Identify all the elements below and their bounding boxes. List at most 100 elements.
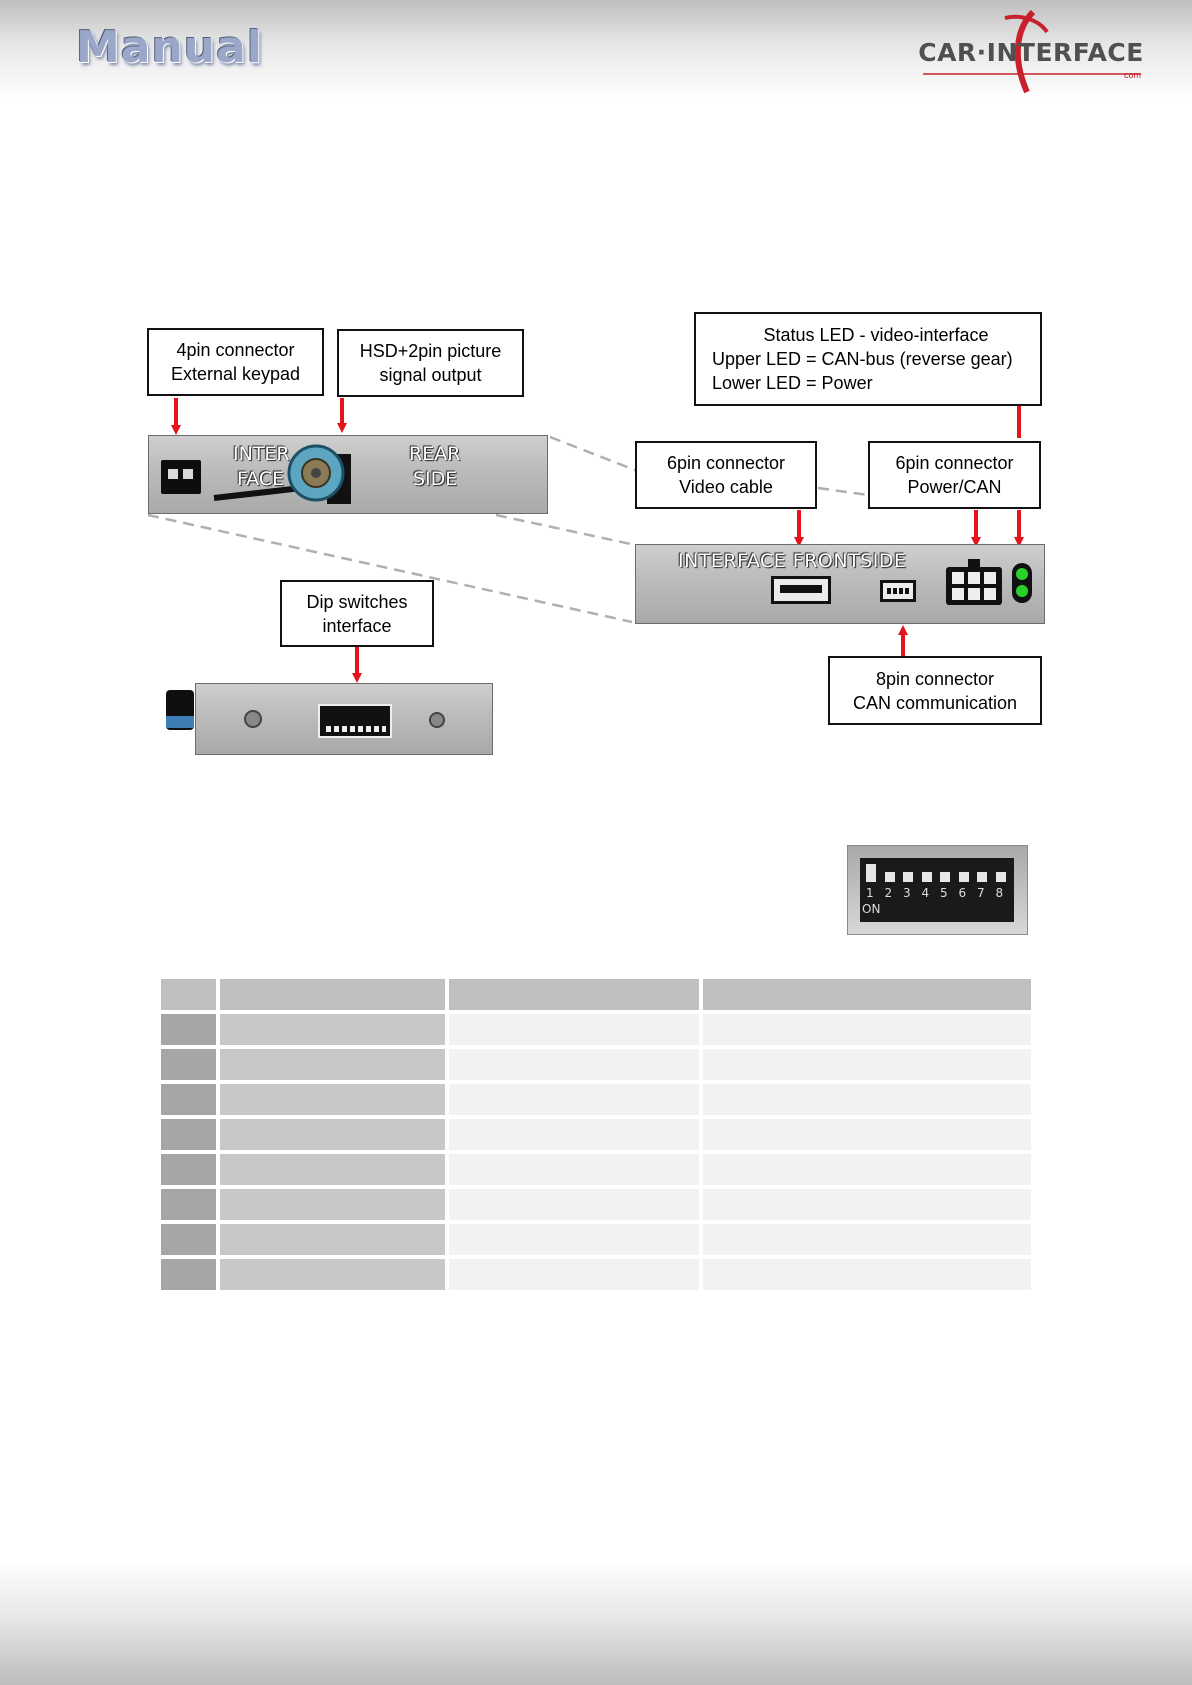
table-row (161, 1259, 1031, 1290)
status-led-icon (1012, 563, 1032, 603)
callout-dip-line1: Dip switches (282, 590, 432, 614)
6pin-power-connector-icon (946, 567, 1002, 605)
rear-label-rear: REAR (409, 442, 460, 466)
callout-hsd-line2: signal output (339, 363, 522, 387)
dip-switch-2 (885, 872, 895, 882)
table-cell (449, 1154, 699, 1185)
dip-switch-1 (866, 864, 876, 882)
callout-keypad-line2: External keypad (149, 362, 322, 386)
table-cell (220, 1189, 445, 1220)
6pin-video-connector-icon (771, 576, 831, 604)
dip-switch-block-icon (318, 704, 392, 738)
dip-number-7: 7 (977, 886, 985, 900)
dip-number-5: 5 (940, 886, 948, 900)
table-cell (703, 1154, 1031, 1185)
callout-dip-line2: interface (282, 614, 432, 638)
table-cell (161, 1259, 216, 1290)
callout-hsd: HSD+2pin picture signal output (337, 329, 524, 397)
table-header-cell (449, 979, 699, 1010)
dip-on-label: ON (862, 902, 880, 916)
table-cell (220, 1084, 445, 1115)
dip-switch-3 (903, 872, 913, 882)
table-cell (449, 1224, 699, 1255)
table-cell (220, 1224, 445, 1255)
dip-settings-table (161, 975, 1031, 1294)
table-cell (703, 1049, 1031, 1080)
table-cell (161, 1189, 216, 1220)
table-cell (449, 1189, 699, 1220)
table-cell (161, 1014, 216, 1045)
table-cell (703, 1224, 1031, 1255)
table-cell (703, 1014, 1031, 1045)
page-footer (0, 1560, 1192, 1685)
dip-number-3: 3 (903, 886, 911, 900)
table-cell (220, 1014, 445, 1045)
table-cell (220, 1154, 445, 1185)
table-cell (161, 1049, 216, 1080)
table-header-cell (220, 979, 445, 1010)
table-cell (161, 1119, 216, 1150)
manual-title: Manual (76, 22, 263, 73)
callout-video-cable: 6pin connector Video cable (635, 441, 817, 509)
8pin-can-connector-icon (880, 580, 916, 602)
table-cell (703, 1189, 1031, 1220)
table-header-row (161, 979, 1031, 1010)
callout-video-cable-line1: 6pin connector (637, 451, 815, 475)
dip-switch-8 (996, 872, 1006, 882)
dip-side-panel (166, 690, 194, 730)
dip-number-1: 1 (866, 886, 874, 900)
table-row (161, 1224, 1031, 1255)
page-header: Manual CAR·INTERFACE com (0, 0, 1192, 98)
dip-number-2: 2 (885, 886, 893, 900)
table-cell (161, 1154, 216, 1185)
callout-status-led-line2: Upper LED = CAN-bus (reverse gear) (712, 347, 1040, 371)
table-row (161, 1049, 1031, 1080)
front-label: INTERFACE FRONTSIDE (678, 549, 907, 573)
table-cell (703, 1119, 1031, 1150)
4pin-connector-icon (161, 460, 201, 494)
dip-switch-7 (977, 872, 987, 882)
dip-number-4: 4 (922, 886, 930, 900)
table-cell (220, 1119, 445, 1150)
table-cell (449, 1014, 699, 1045)
callout-can-comm: 8pin connector CAN communication (828, 656, 1042, 725)
table-row (161, 1154, 1031, 1185)
dip-switch-4 (922, 872, 932, 882)
callout-keypad: 4pin connector External keypad (147, 328, 324, 396)
table-cell (161, 1224, 216, 1255)
dip-switch-6 (959, 872, 969, 882)
table-cell (703, 1259, 1031, 1290)
hsd-connector-icon (209, 436, 359, 514)
callout-video-cable-line2: Video cable (637, 475, 815, 499)
table-cell (449, 1259, 699, 1290)
dip-number-8: 8 (996, 886, 1004, 900)
table-header-cell (161, 979, 216, 1010)
rear-side-panel: INTER FACE REAR SIDE (148, 435, 548, 514)
callout-status-led-line1: Status LED - video-interface (712, 323, 1040, 347)
table-row (161, 1084, 1031, 1115)
car-interface-logo: CAR·INTERFACE com (915, 10, 1147, 100)
table-cell (703, 1084, 1031, 1115)
table-cell (220, 1259, 445, 1290)
callout-status-led-line3: Lower LED = Power (712, 371, 1040, 395)
callout-can-comm-line2: CAN communication (830, 691, 1040, 715)
callout-keypad-line1: 4pin connector (149, 338, 322, 362)
table-cell (220, 1049, 445, 1080)
dip-switch-panel (195, 683, 493, 755)
table-header-cell (703, 979, 1031, 1010)
callout-power-can-line1: 6pin connector (870, 451, 1039, 475)
dip-switch-5 (940, 872, 950, 882)
callout-status-led: Status LED - video-interface Upper LED =… (694, 312, 1042, 406)
dip-number-6: 6 (959, 886, 967, 900)
logo-com: com (1124, 70, 1141, 80)
callout-dip: Dip switches interface (280, 580, 434, 647)
callout-power-can: 6pin connector Power/CAN (868, 441, 1041, 509)
table-cell (449, 1119, 699, 1150)
front-side-panel: INTERFACE FRONTSIDE (635, 544, 1045, 624)
table-cell (449, 1049, 699, 1080)
table-row (161, 1014, 1031, 1045)
logo-text: CAR·INTERFACE (915, 38, 1147, 67)
table-row (161, 1189, 1031, 1220)
callout-power-can-line2: Power/CAN (870, 475, 1039, 499)
